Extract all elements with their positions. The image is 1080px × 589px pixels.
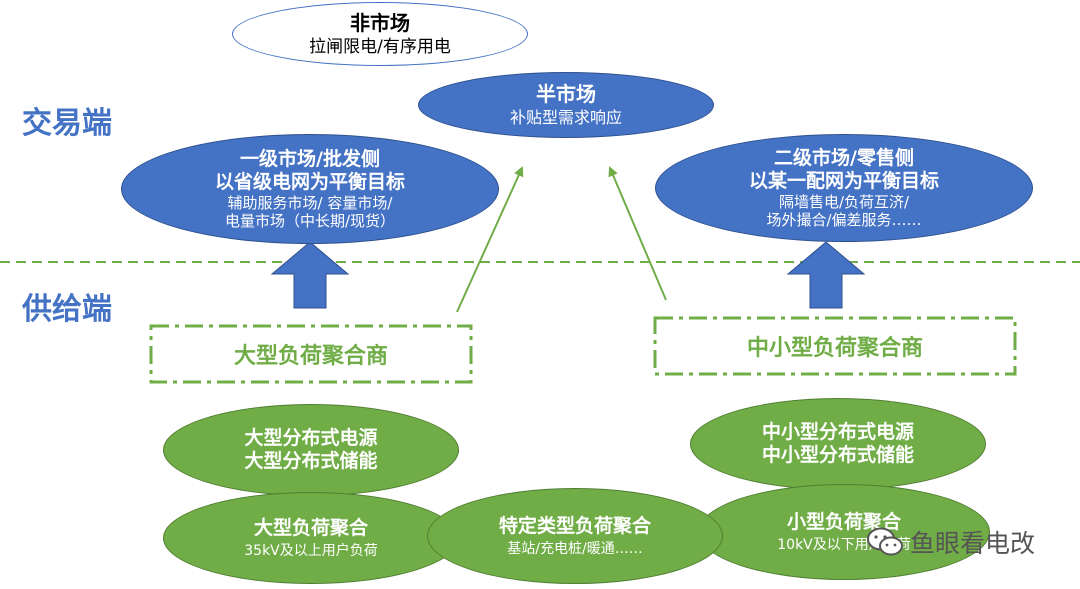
large-up-arrow (270, 241, 350, 309)
secondary-market-node: 二级市场/零售侧 以某一配网为平衡目标 隔墙售电/负荷互济/ 场外撮合/偏差服务… (655, 134, 1033, 242)
small-distributed-node: 中小型分布式电源 中小型分布式储能 (690, 398, 986, 490)
semi-market-title: 半市场 (536, 82, 596, 107)
small-aggregator-box (653, 316, 1017, 376)
primary-market-line2: 以省级电网为平衡目标 (214, 171, 405, 193)
primary-market-sub1: 辅助服务市场/ 容量市场/ (227, 193, 393, 212)
watermark-text: 鱼眼看电改 (910, 529, 1036, 558)
primary-market-node: 一级市场/批发侧 以省级电网为平衡目标 辅助服务市场/ 容量市场/ 电量市场（中… (121, 134, 499, 244)
trade-side-label: 交易端 (22, 106, 112, 141)
semi-market-node: 半市场 补贴型需求响应 (418, 72, 714, 138)
small-aggregator-label: 中小型负荷聚合商 (746, 336, 923, 361)
large-distributed-line1: 大型分布式电源 (244, 427, 378, 450)
non-market-title: 非市场 (350, 10, 410, 35)
secondary-market-line2: 以某一配网为平衡目标 (748, 170, 939, 192)
small-load-node: 小型负荷聚合 10kV及以下用户负荷 (698, 484, 990, 580)
wechat-icon (867, 527, 903, 556)
large-load-node: 大型负荷聚合 35kV及以上用户负荷 (163, 492, 459, 584)
special-load-title: 特定类型负荷聚合 (498, 514, 651, 537)
non-market-node: 非市场 拉闸限电/有序用电 (232, 2, 528, 66)
primary-market-line1: 一级市场/批发侧 (240, 148, 380, 171)
secondary-market-line1: 二级市场/零售侧 (774, 147, 914, 170)
non-market-sub: 拉闸限电/有序用电 (309, 36, 451, 57)
special-load-node: 特定类型负荷聚合 基站/充电桩/暖通…… (427, 488, 723, 584)
large-aggregator-label: 大型负荷聚合商 (233, 344, 388, 369)
watermark: 鱼眼看电改 (866, 522, 1035, 562)
large-aggregator-box (149, 324, 473, 384)
secondary-market-sub2: 场外撮合/偏差服务…… (766, 210, 922, 229)
small-up-arrow (786, 241, 866, 309)
secondary-market-sub1: 隔墙售电/负荷互济/ (778, 192, 910, 211)
special-load-sub: 基站/充电桩/暖通…… (507, 540, 643, 557)
small-distributed-line1: 中小型分布式电源 (761, 421, 914, 444)
semi-market-sub: 补贴型需求响应 (509, 108, 622, 128)
supply-side-label: 供给端 (22, 292, 112, 327)
small-load-title: 小型负荷聚合 (786, 510, 901, 533)
large-load-title: 大型负荷聚合 (253, 516, 368, 539)
small-distributed-line2: 中小型分布式储能 (761, 444, 914, 466)
large-distributed-node: 大型分布式电源 大型分布式储能 (163, 404, 459, 496)
large-distributed-line2: 大型分布式储能 (244, 450, 378, 472)
small-to-semi-arrow (608, 166, 667, 301)
large-load-sub: 35kV及以上用户负荷 (244, 542, 378, 559)
primary-market-sub2: 电量市场（中长期/现货） (224, 211, 396, 230)
large-to-semi-arrow (456, 166, 524, 313)
